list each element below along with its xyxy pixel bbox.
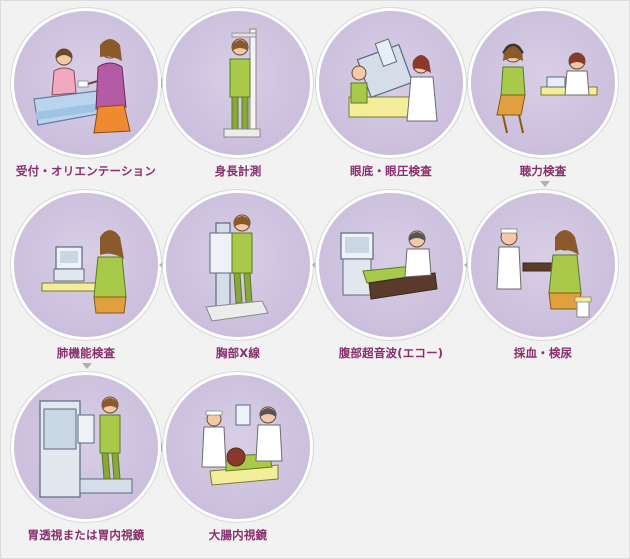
step-label: 肺機能検査: [56, 346, 116, 360]
eye-exam-icon: [319, 11, 463, 155]
arrow-right-icon: [315, 78, 321, 88]
arrow-left-icon: [159, 260, 165, 270]
arrow-right-icon: [161, 442, 167, 452]
step-height: 身長計測: [163, 11, 313, 191]
colonoscopy-icon: [166, 375, 310, 519]
step-label: 胃透視または胃内視鏡: [27, 528, 145, 542]
arrow-left-icon: [464, 260, 470, 270]
chest-xray-icon: [166, 193, 310, 337]
step-blood-urine: 採血・検尿: [468, 193, 618, 373]
step-ultrasound: 腹部超音波(エコー): [316, 193, 466, 373]
stomach-exam-icon: [14, 375, 158, 519]
step-label: 腹部超音波(エコー): [338, 346, 444, 360]
step-label: 聴力検査: [519, 164, 567, 178]
step-chest-xray: 胸部X線: [163, 193, 313, 373]
step-hearing-test: 聴力検査: [468, 11, 618, 191]
step-eye-exam: 眼底・眼圧検査: [316, 11, 466, 191]
blood-urine-test-icon: [471, 193, 615, 337]
arrow-left-icon: [312, 260, 318, 270]
step-label: 受付・オリエンテーション: [15, 164, 157, 178]
reception-icon: [14, 11, 158, 155]
arrow-down-icon: [540, 181, 550, 187]
step-stomach-exam: 胃透視または胃内視鏡: [11, 375, 161, 555]
step-reception: 受付・オリエンテーション: [11, 11, 161, 191]
ultrasound-icon: [319, 193, 463, 337]
arrow-right-icon: [161, 78, 167, 88]
step-label: 眼底・眼圧検査: [350, 164, 432, 178]
lung-function-icon: [14, 193, 158, 337]
arrow-right-icon: [467, 78, 473, 88]
step-label: 大腸内視鏡: [208, 528, 268, 542]
step-label: 採血・検尿: [513, 346, 573, 360]
step-label: 胸部X線: [215, 346, 261, 360]
step-label: 身長計測: [214, 164, 262, 178]
arrow-down-icon: [82, 363, 92, 369]
step-lung-function: 肺機能検査: [11, 193, 161, 373]
step-colonoscopy: 大腸内視鏡: [163, 375, 313, 555]
height-measure-icon: [166, 11, 310, 155]
hearing-test-icon: [471, 11, 615, 155]
